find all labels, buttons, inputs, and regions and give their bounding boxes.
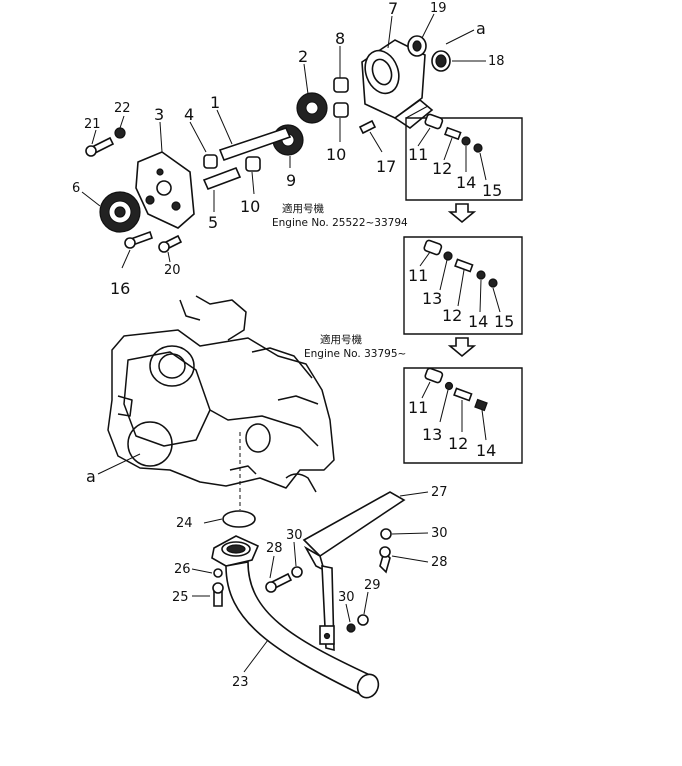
callout-20: 20 xyxy=(164,263,181,278)
engine-range-2: Engine No. 33795~ xyxy=(304,348,406,360)
callout-10-lower: 10 xyxy=(240,197,260,216)
callout-21: 21 xyxy=(84,117,101,132)
callout-30-left: 30 xyxy=(286,528,303,543)
washer-30-b xyxy=(380,528,392,540)
callout-26: 26 xyxy=(174,562,191,577)
callout-29: 29 xyxy=(364,578,381,593)
callout-28-right: 28 xyxy=(431,555,448,570)
box1-callout-14: 14 xyxy=(456,173,476,192)
box3-callout-11: 11 xyxy=(408,398,428,417)
box2-callout-12: 12 xyxy=(442,306,462,325)
gear-2 xyxy=(296,92,328,124)
callout-9: 9 xyxy=(286,171,296,190)
engine-range-1: Engine No. 25522~33794 xyxy=(272,217,408,229)
box3-callout-14: 14 xyxy=(476,441,496,460)
box-1-labels: 11 12 14 15 xyxy=(408,145,502,200)
bushing-4 xyxy=(203,154,218,169)
box-3-labels: 11 13 12 14 xyxy=(408,398,496,460)
pin-17 xyxy=(358,119,377,135)
callout-25: 25 xyxy=(172,590,189,605)
box3-callout-12: 12 xyxy=(448,434,468,453)
gear-case xyxy=(107,295,335,493)
box2-callout-14: 14 xyxy=(468,312,488,331)
callout-24: 24 xyxy=(176,516,193,531)
callout-30-bottom: 30 xyxy=(338,590,355,605)
washer-30-a xyxy=(291,566,303,578)
variant-box-1 xyxy=(405,105,523,201)
arrow-down-2 xyxy=(447,337,477,358)
callout-18: 18 xyxy=(488,54,505,69)
callout-2: 2 xyxy=(298,47,308,66)
callout-23: 23 xyxy=(232,675,249,690)
arrow-down-1 xyxy=(447,203,477,224)
applicability-note-1: 適用号機 Engine No. 25522~33794 xyxy=(272,202,408,229)
callout-5: 5 xyxy=(208,213,218,232)
shaft-1 xyxy=(218,127,292,162)
box2-callout-15: 15 xyxy=(494,312,514,331)
callout-10-upper: 10 xyxy=(326,145,346,164)
box-2-labels: 11 13 12 14 15 xyxy=(408,266,514,331)
variant-box-2 xyxy=(403,236,523,335)
callout-30-right: 30 xyxy=(431,526,448,541)
callout-a-top: a xyxy=(476,19,486,38)
box1-callout-12: 12 xyxy=(432,159,452,178)
nut-29 xyxy=(357,614,369,626)
applicability-note-2: 適用号機 Engine No. 33795~ xyxy=(304,333,406,360)
bushing-10-upper xyxy=(333,102,349,118)
pump-cover xyxy=(135,151,195,229)
o-ring-24 xyxy=(222,510,256,528)
washer-30-c xyxy=(346,623,356,633)
callout-7: 7 xyxy=(388,0,398,18)
callout-16: 16 xyxy=(110,279,130,298)
callout-labels: 7 19 a 18 8 2 1 4 3 22 21 6 5 9 10 10 17… xyxy=(72,0,505,690)
callout-19: 19 xyxy=(430,1,447,16)
bushing-8 xyxy=(333,77,349,93)
applicable-label-2: 適用号機 xyxy=(320,333,362,346)
washer-22 xyxy=(114,127,126,139)
leader-lines xyxy=(81,13,501,673)
box1-callout-15: 15 xyxy=(482,181,502,200)
callout-1: 1 xyxy=(210,93,220,112)
washer-26 xyxy=(213,568,223,578)
callout-22: 22 xyxy=(114,101,131,116)
callout-4: 4 xyxy=(184,105,194,124)
box2-callout-11: 11 xyxy=(408,266,428,285)
drive-gear xyxy=(99,191,141,233)
box3-callout-13: 13 xyxy=(422,425,442,444)
callout-a-left: a xyxy=(86,467,96,486)
callout-17: 17 xyxy=(376,157,396,176)
applicable-label-1: 適用号機 xyxy=(282,202,324,215)
suction-pipe xyxy=(211,535,380,699)
callout-27: 27 xyxy=(431,485,448,500)
shaft-5 xyxy=(202,166,242,191)
bracket-27 xyxy=(302,491,406,652)
variant-box-3 xyxy=(403,367,523,464)
callout-8: 8 xyxy=(335,29,345,48)
box2-callout-13: 13 xyxy=(422,289,442,308)
callout-28-left: 28 xyxy=(266,541,283,556)
bushing-10-lower xyxy=(245,156,261,172)
box1-callout-11: 11 xyxy=(408,145,428,164)
callout-3: 3 xyxy=(154,105,164,124)
callout-6: 6 xyxy=(72,181,80,196)
